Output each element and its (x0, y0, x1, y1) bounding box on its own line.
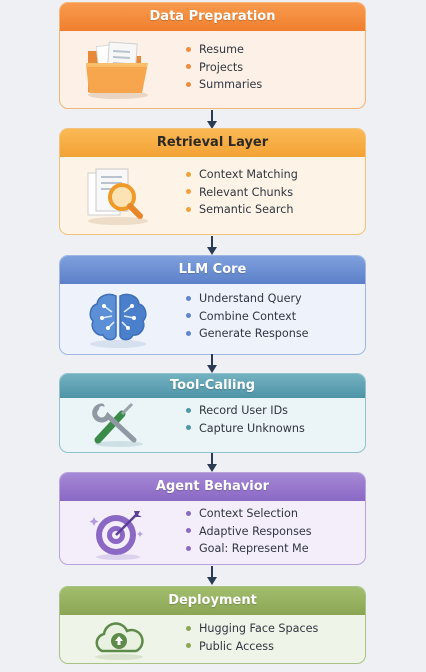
step-card-deployment: Deployment Hugging Face Spaces Public Ac… (59, 586, 366, 664)
bullet-dot (186, 64, 191, 69)
bullet-dot (186, 625, 191, 631)
arrow-down-icon (207, 236, 217, 255)
list-item: Combine Context (186, 308, 309, 326)
list-item: Context Selection (186, 505, 312, 523)
step-card-llm-core: LLM Core Understand Query Combine Contex… (59, 255, 366, 355)
target-icon (89, 511, 143, 560)
list-item: Resume (186, 41, 262, 59)
step-title: Retrieval Layer (60, 129, 365, 157)
bullet-dot (186, 81, 191, 87)
list-item: Adaptive Responses (186, 523, 312, 541)
step-card-data-preparation: Data Preparation Resume Projects Summari… (59, 2, 366, 109)
step-title: Deployment (60, 587, 365, 615)
bullet-dot (186, 295, 191, 301)
list-item: Generate Response (186, 325, 309, 343)
arrow-down-icon (207, 110, 217, 129)
bullet-dot (186, 407, 191, 413)
bullet-dot (186, 330, 191, 336)
step-title: LLM Core (60, 256, 365, 284)
arrow-down-icon (207, 566, 217, 585)
step-card-retrieval-layer: Retrieval Layer Context Matching Relevan… (59, 128, 366, 235)
bullet-dot (186, 189, 191, 194)
wrench-screwdriver-icon (92, 402, 143, 447)
bullet-dot (186, 46, 191, 52)
cloud-upload-icon (95, 622, 144, 660)
list-item: Hugging Face Spaces (186, 620, 318, 638)
bullet-dot (186, 643, 191, 648)
list-item: Semantic Search (186, 201, 298, 219)
step-title: Agent Behavior (60, 473, 365, 501)
bullet-dot (186, 545, 191, 551)
list-item: Record User IDs (186, 402, 305, 420)
list-item: Summaries (186, 76, 262, 94)
arrow-down-icon (207, 453, 217, 472)
folder-icon (86, 41, 148, 99)
brain-circuit-icon (89, 293, 147, 348)
list-item: Relevant Chunks (186, 184, 298, 202)
step-card-agent-behavior: Agent Behavior Context Selection Adaptiv… (59, 472, 366, 565)
bullet-dot (186, 313, 191, 318)
bullet-dot (186, 171, 191, 177)
document-search-icon (87, 168, 148, 225)
step-title: Data Preparation (60, 3, 365, 31)
bullet-dot (186, 425, 191, 430)
bullet-dot (186, 510, 191, 516)
list-item: Capture Unknowns (186, 420, 305, 438)
bullet-dot (186, 206, 191, 212)
list-item: Goal: Represent Me (186, 540, 312, 558)
list-item: Context Matching (186, 166, 298, 184)
list-item: Understand Query (186, 290, 309, 308)
list-item: Projects (186, 59, 262, 77)
arrow-down-icon (207, 354, 217, 373)
list-item: Public Access (186, 638, 318, 656)
bullet-dot (186, 528, 191, 533)
step-title: Tool-Calling (60, 374, 365, 398)
step-card-tool-calling: Tool-Calling Record User IDs Capture Unk… (59, 373, 366, 453)
